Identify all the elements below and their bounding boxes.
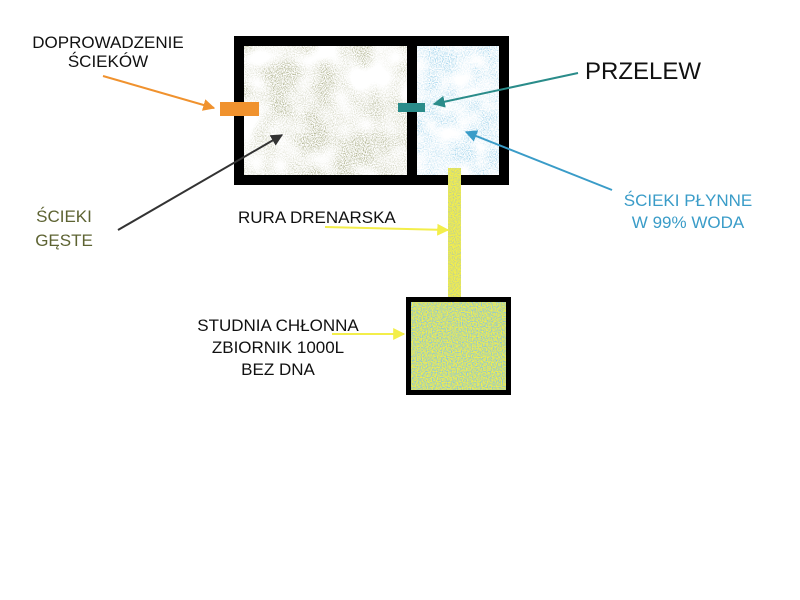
overflow-pipe xyxy=(398,103,425,112)
label-inlet-line2: ŚCIEKÓW xyxy=(68,52,148,71)
absorption-well xyxy=(406,297,511,395)
solids-chamber-texture xyxy=(244,46,407,175)
label-inlet-line1: DOPROWADZENIE xyxy=(32,33,183,52)
label-liquid-line2: W 99% WODA xyxy=(632,213,745,232)
label-well-line3: BEZ DNA xyxy=(241,360,315,379)
drain-arrow xyxy=(324,223,450,236)
overflow-arrow xyxy=(432,72,579,108)
well-fill xyxy=(411,302,506,390)
inlet-arrow xyxy=(102,75,216,111)
liquid-arrow xyxy=(464,130,613,191)
label-drain-pipe: RURA DRENARSKA xyxy=(238,208,396,227)
label-well-line1: STUDNIA CHŁONNA xyxy=(197,316,359,335)
liquid-chamber-texture xyxy=(417,46,499,175)
label-solids-line1: ŚCIEKI xyxy=(36,207,92,226)
drain-pipe xyxy=(448,168,461,300)
label-solids-line2: GĘSTE xyxy=(35,231,93,250)
drain-pipe-body xyxy=(448,168,461,300)
label-overflow: PRZELEW xyxy=(585,58,701,85)
label-liquid-line1: ŚCIEKI PŁYNNE xyxy=(624,191,753,210)
label-well-line2: ZBIORNIK 1000L xyxy=(212,338,344,357)
solids-arrow xyxy=(117,134,284,231)
septic-tank xyxy=(234,36,509,185)
inlet-pipe xyxy=(220,102,259,116)
